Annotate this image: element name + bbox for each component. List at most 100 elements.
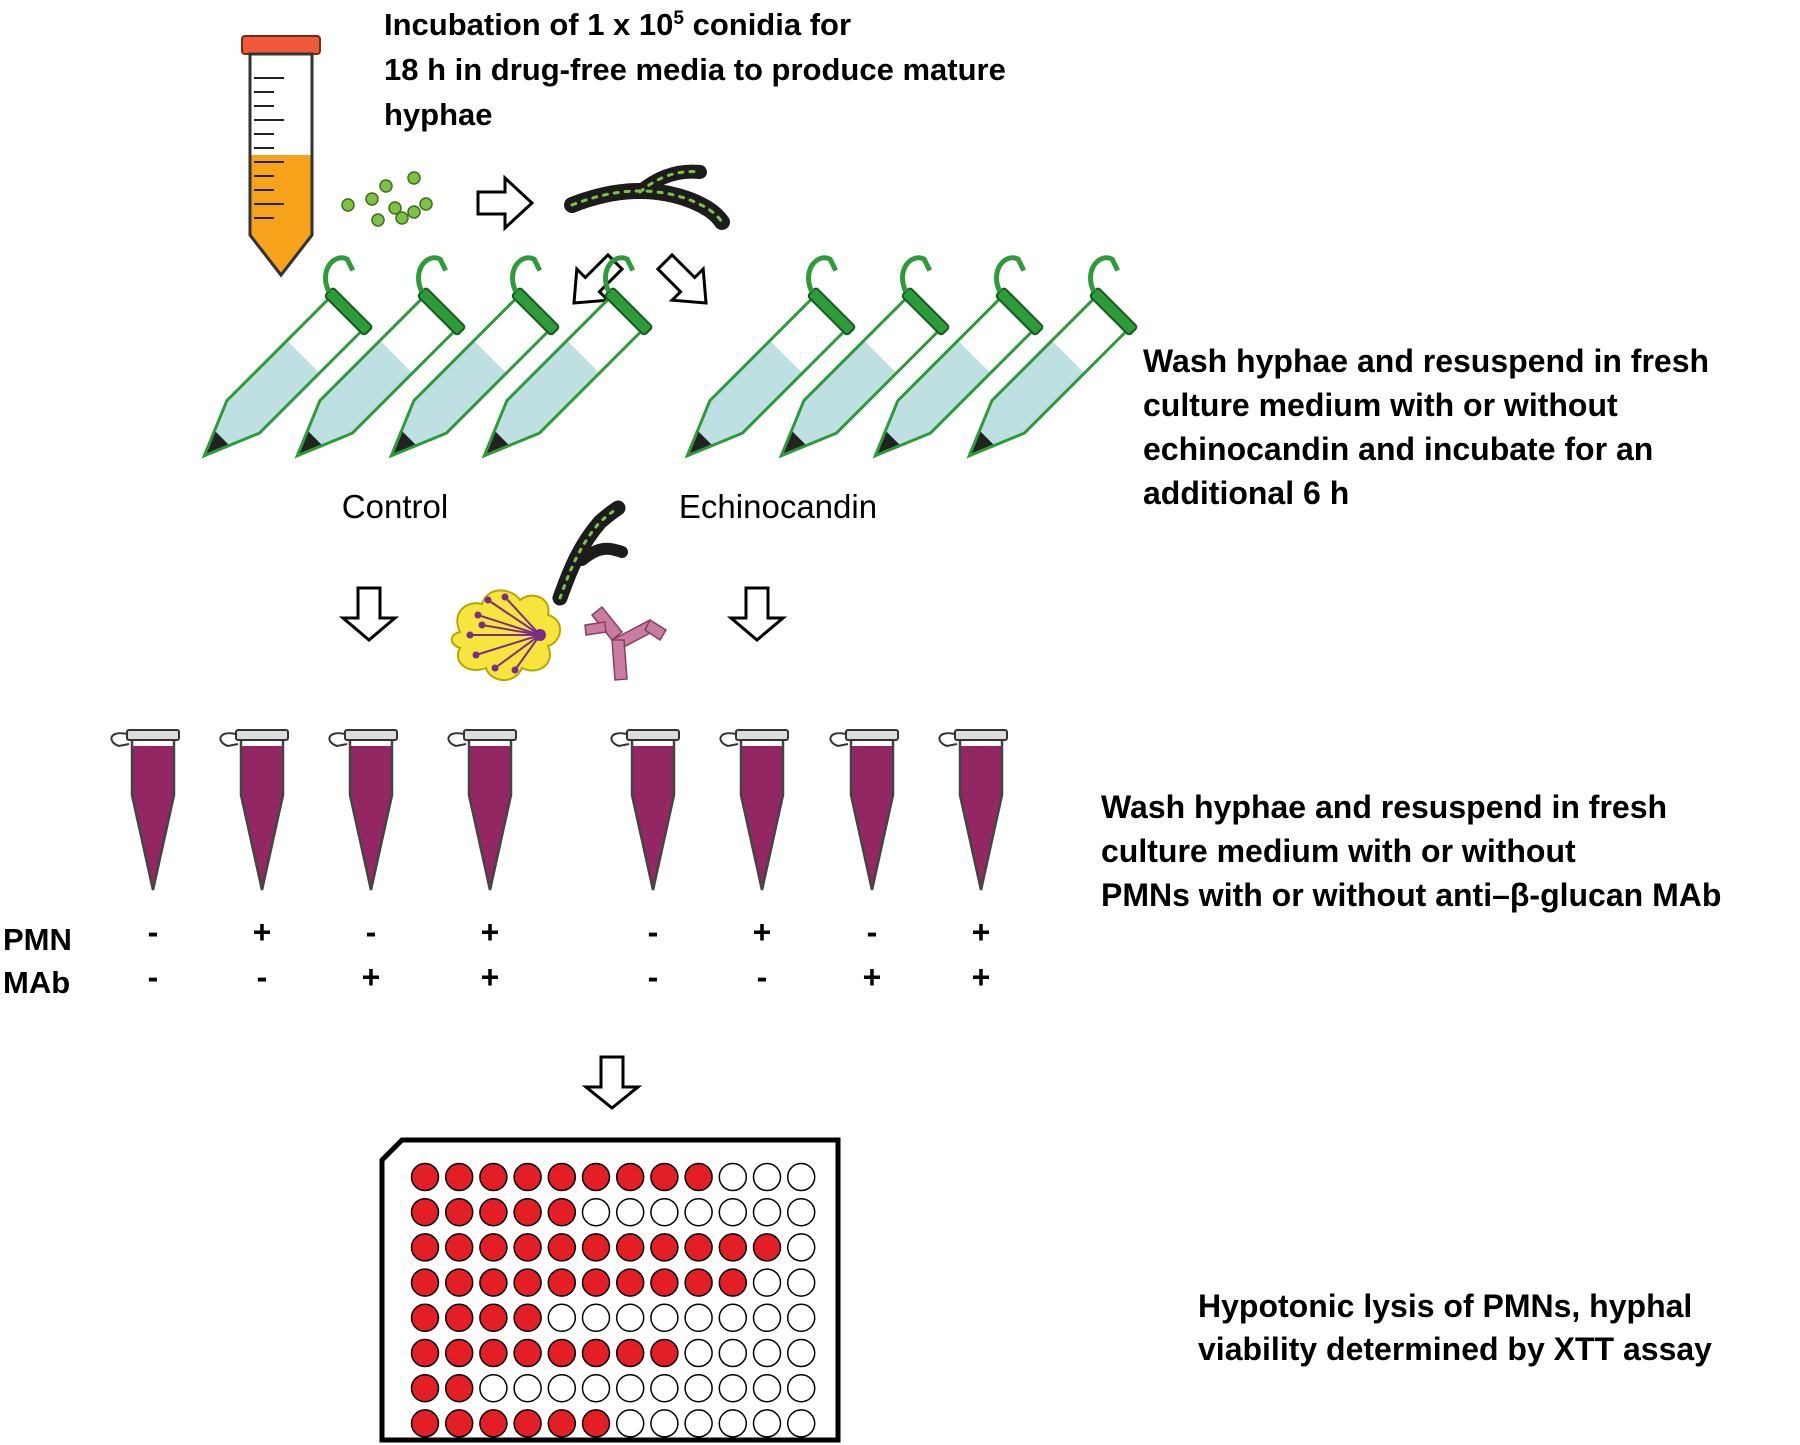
- well-empty: [786, 1268, 816, 1297]
- arrow-down-left-group-icon: [338, 586, 400, 642]
- tilted-tube-3: [388, 255, 560, 459]
- well-empty: [752, 1303, 782, 1333]
- well-empty: [752, 1338, 782, 1368]
- well-empty: [615, 1197, 645, 1227]
- step4-line1: Hypotonic lysis of PMNs, hyphal: [1198, 1288, 1692, 1324]
- step3-line1: Wash hyphae and resuspend in fresh: [1101, 789, 1667, 825]
- well-empty: [684, 1338, 713, 1368]
- well-empty: [718, 1338, 748, 1368]
- arrow-down-right-group-icon: [726, 586, 788, 642]
- well-empty: [650, 1197, 679, 1227]
- tube-5: [610, 729, 680, 891]
- well-empty: [615, 1373, 645, 1403]
- well-filled: [444, 1233, 474, 1262]
- pmn-row-label: PMN: [3, 922, 72, 957]
- step1-line2: 18 h in drug-free media to produce matur…: [384, 52, 1006, 87]
- well-empty: [752, 1409, 782, 1438]
- tube-8: [938, 729, 1008, 891]
- well-filled: [513, 1162, 542, 1192]
- well-filled: [444, 1197, 474, 1227]
- well-empty: [786, 1409, 816, 1438]
- tube-6: [719, 729, 789, 891]
- mab-sign-8: +: [972, 959, 991, 995]
- well-empty: [684, 1303, 713, 1333]
- well-empty: [718, 1197, 748, 1227]
- well-filled: [444, 1162, 474, 1192]
- well-empty: [581, 1373, 611, 1403]
- well-empty: [786, 1197, 816, 1227]
- well-empty: [752, 1197, 782, 1227]
- well-filled: [718, 1268, 748, 1297]
- tilted-tube-8: [966, 255, 1138, 459]
- well-filled: [547, 1162, 577, 1192]
- well-filled: [752, 1233, 782, 1262]
- tilted-tube-6: [778, 255, 950, 459]
- echinocandin-label: Echinocandin: [679, 488, 877, 525]
- well-filled: [513, 1409, 542, 1438]
- mab-sign-2: -: [257, 959, 268, 995]
- well-filled: [479, 1162, 508, 1192]
- well-filled: [581, 1162, 611, 1192]
- well-filled: [410, 1303, 440, 1333]
- well-filled: [513, 1303, 542, 1333]
- well-filled: [650, 1233, 679, 1262]
- well-filled: [444, 1268, 474, 1297]
- well-empty: [786, 1233, 816, 1262]
- well-empty: [718, 1162, 748, 1192]
- well-filled: [513, 1197, 542, 1227]
- hypha-icon: [564, 164, 730, 230]
- well-empty: [786, 1338, 816, 1368]
- step3-line2: culture medium with or without: [1101, 833, 1576, 869]
- well-filled: [547, 1197, 577, 1227]
- well-filled: [513, 1338, 542, 1368]
- well-empty: [752, 1373, 782, 1403]
- well-filled: [479, 1268, 508, 1297]
- well-filled: [444, 1409, 474, 1438]
- well-empty: [581, 1303, 611, 1333]
- well-filled: [410, 1162, 440, 1192]
- well-filled: [444, 1338, 474, 1368]
- mab-sign-4: +: [481, 959, 500, 995]
- well-filled: [581, 1338, 611, 1368]
- tube-3: [328, 729, 398, 891]
- well-filled: [718, 1233, 748, 1262]
- well-filled: [479, 1338, 508, 1368]
- well-empty: [650, 1373, 679, 1403]
- tube-2: [219, 729, 289, 891]
- step2-line4: additional 6 h: [1143, 475, 1349, 511]
- well-filled: [410, 1338, 440, 1368]
- well-empty: [513, 1373, 542, 1403]
- well-empty: [752, 1268, 782, 1297]
- step3-line3: PMNs with or without anti–β-glucan MAb: [1101, 877, 1721, 913]
- well-filled: [684, 1233, 713, 1262]
- well-empty: [786, 1303, 816, 1333]
- mab-sign-7: +: [863, 959, 882, 995]
- well-filled: [581, 1233, 611, 1262]
- well-empty: [786, 1162, 816, 1192]
- well-empty: [479, 1373, 508, 1403]
- mab-sign-5: -: [648, 959, 659, 995]
- well-filled: [650, 1268, 679, 1297]
- step2-line2: culture medium with or without: [1143, 387, 1618, 423]
- pmn-sign-3: -: [366, 914, 377, 950]
- well-filled: [479, 1233, 508, 1262]
- well-empty: [718, 1303, 748, 1333]
- well-filled: [444, 1303, 474, 1333]
- well-filled: [479, 1303, 508, 1333]
- well-empty: [615, 1409, 645, 1438]
- pmn-sign-5: -: [648, 914, 659, 950]
- arrow-right-icon: [476, 174, 535, 232]
- well-empty: [547, 1303, 577, 1333]
- mab-sign-3: +: [362, 959, 381, 995]
- well-filled: [547, 1338, 577, 1368]
- well-filled: [410, 1233, 440, 1262]
- well-filled: [410, 1373, 440, 1403]
- well-filled: [547, 1233, 577, 1262]
- tilted-tube-2: [294, 255, 466, 459]
- well-filled: [615, 1268, 645, 1297]
- well-filled: [581, 1268, 611, 1297]
- control-label: Control: [342, 488, 448, 525]
- well-empty: [650, 1303, 679, 1333]
- well-filled: [650, 1338, 679, 1368]
- tilted-tube-1: [201, 255, 373, 459]
